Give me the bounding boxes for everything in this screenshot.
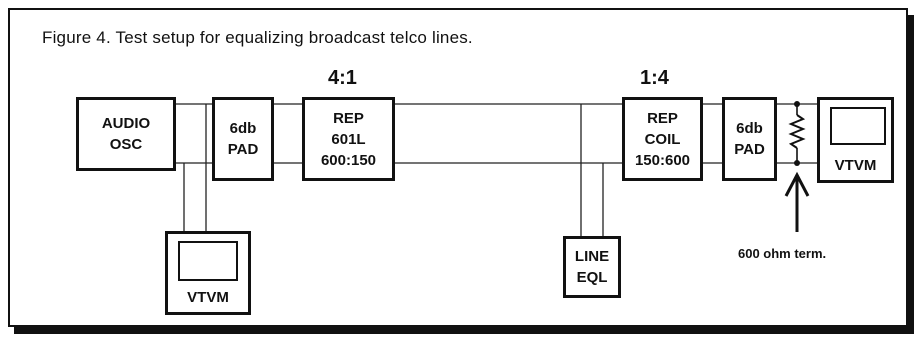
figure-caption: Figure 4. Test setup for equalizing broa… <box>42 28 473 47</box>
repeat-coil-block-left: REP 601L 600:150 <box>302 97 395 181</box>
termination-label: 600 ohm term. <box>738 246 827 261</box>
meter-label: VTVM <box>834 157 877 174</box>
pad-block-right: 6db PAD <box>722 97 777 181</box>
meter-display-icon <box>178 241 238 281</box>
block-label: AUDIO <box>101 115 151 132</box>
block-label: 601L <box>331 130 366 148</box>
vtvm-meter-left: VTVM <box>165 231 251 315</box>
block-label: REP <box>647 109 678 127</box>
arrow-up-icon <box>784 171 810 232</box>
vtvm-meter-right: VTVM <box>817 97 894 183</box>
block-label: PAD <box>227 141 259 158</box>
meter-display-icon <box>830 107 886 145</box>
block-label: 600:150 <box>320 151 377 169</box>
meter-label: VTVM <box>187 289 229 306</box>
audio-oscillator-block: AUDIO OSC <box>76 97 176 171</box>
block-label: OSC <box>109 136 143 153</box>
figure-panel: Figure 4. Test setup for equalizing broa… <box>8 8 908 327</box>
block-label: COIL <box>644 130 681 148</box>
line-equalizer-block: LINE EQL <box>563 236 621 298</box>
pad-block-left: 6db PAD <box>212 97 274 181</box>
ratio-label-left: 4:1 <box>328 67 357 89</box>
resistor-icon <box>788 101 806 166</box>
block-label: REP <box>333 109 364 127</box>
block-label: PAD <box>734 141 765 158</box>
block-label: 150:600 <box>634 151 691 169</box>
block-label: LINE <box>574 248 610 265</box>
block-label: EQL <box>576 269 608 286</box>
circuit-wiring <box>176 101 817 236</box>
block-label: 6db <box>736 120 763 137</box>
repeat-coil-block-right: REP COIL 150:600 <box>622 97 703 181</box>
ratio-label-right: 1:4 <box>640 67 669 89</box>
block-label: 6db <box>229 120 257 137</box>
